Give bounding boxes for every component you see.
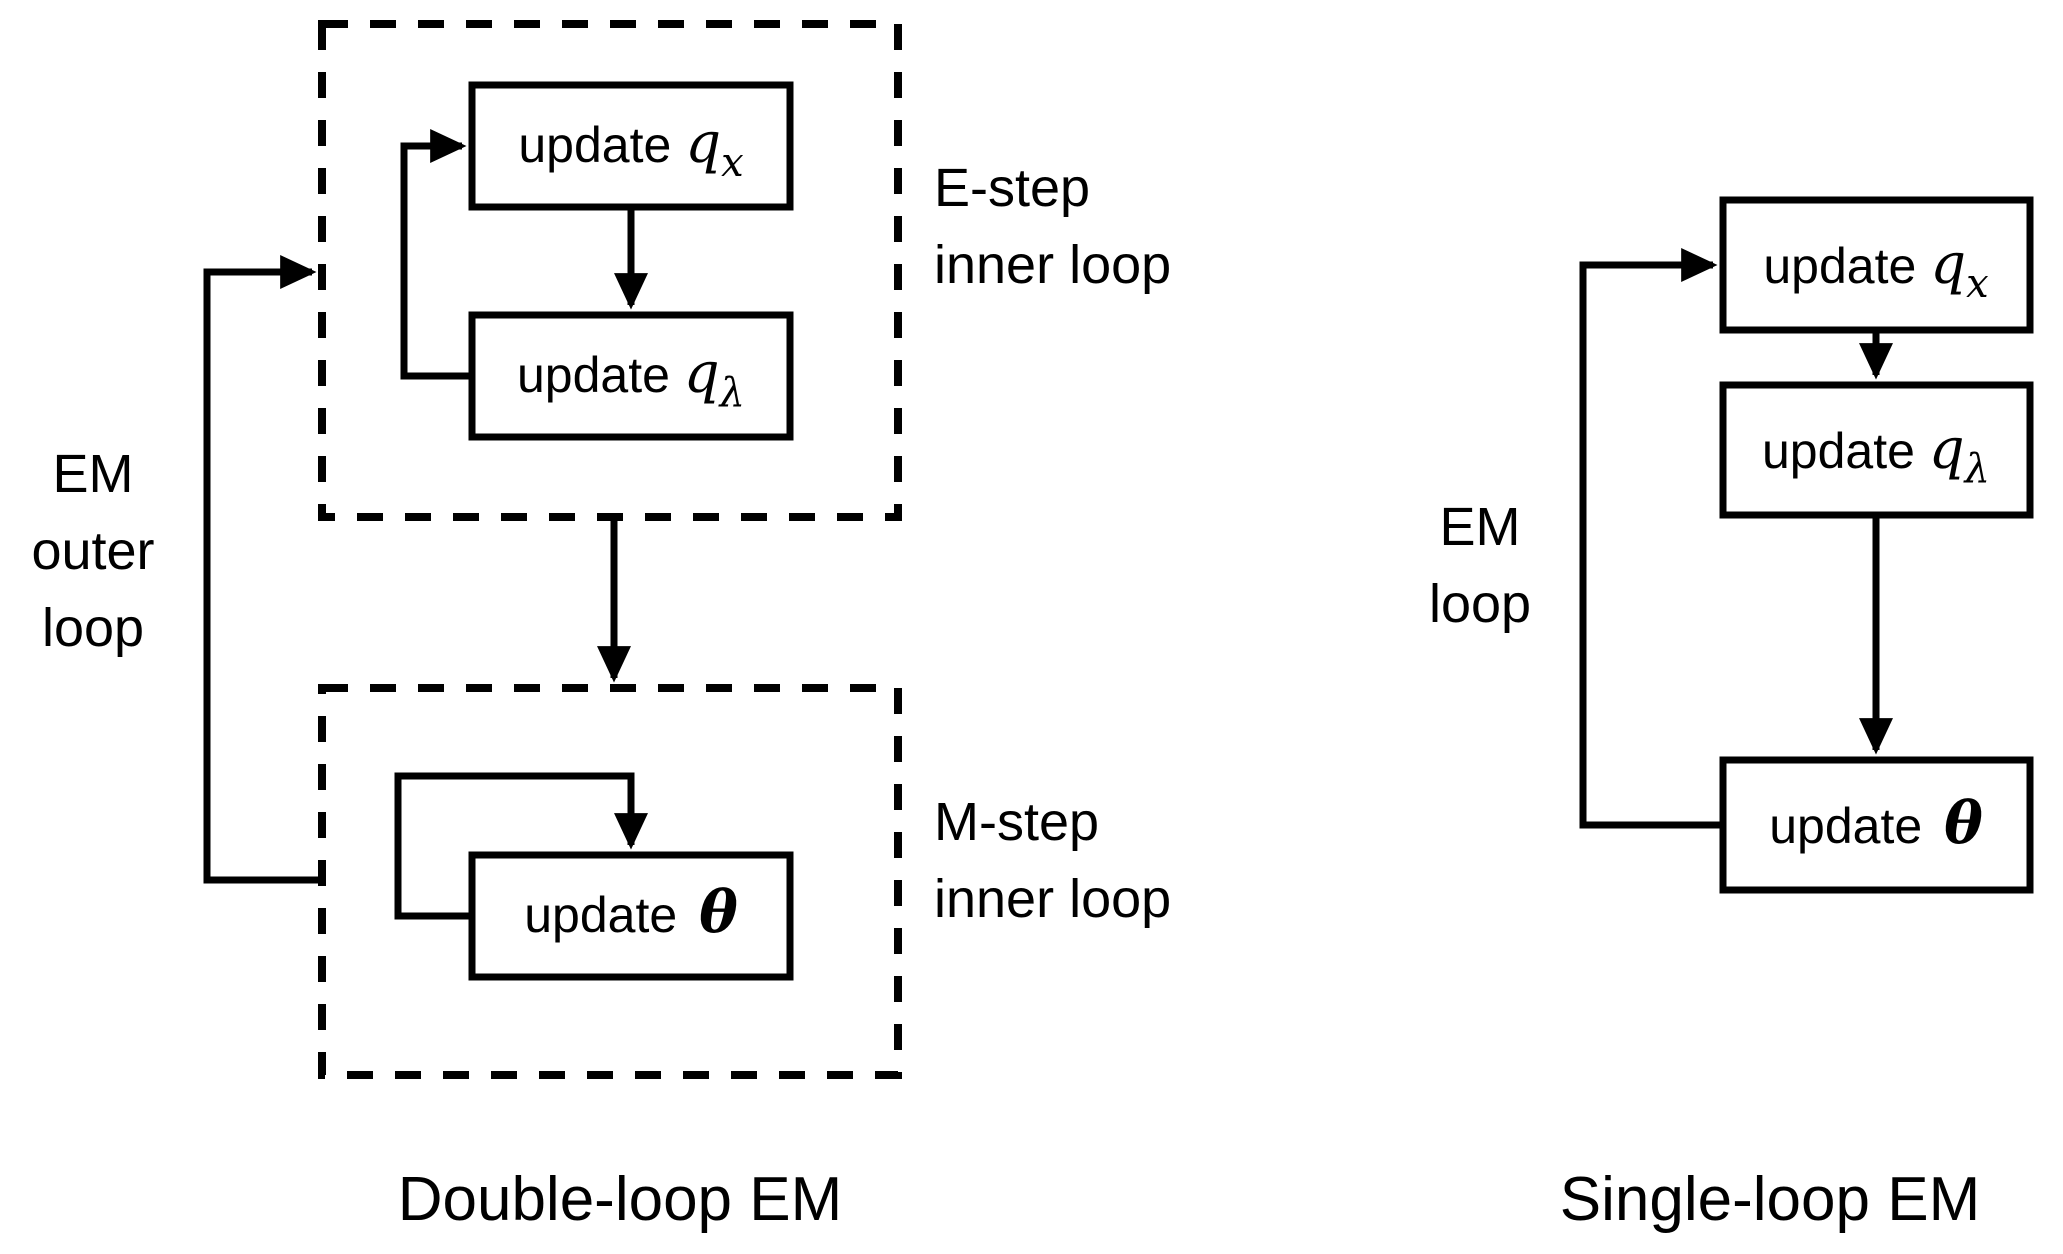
mstep-label-line2: inner loop — [934, 869, 1171, 929]
em-loop-right-line1: EM — [1440, 497, 1521, 557]
em-outer-loop-edge — [203, 255, 322, 884]
theta-prefix: update — [524, 887, 691, 943]
em-outer-loop-label: EM outer loop — [31, 444, 154, 658]
mstep-region-label: M-step inner loop — [934, 792, 1171, 929]
box-update-qlambda-right-label: update qλ — [1762, 417, 1990, 492]
svg-text:update qx: update qx — [518, 111, 743, 186]
left-panel-caption: Double-loop EM — [398, 1165, 843, 1234]
estep-label-line1: E-step — [934, 158, 1090, 218]
box-update-qx[interactable] — [468, 81, 794, 211]
qlambda-symbol: q — [684, 341, 720, 406]
em-outer-loop-line1: EM — [53, 444, 134, 504]
qlambda-prefix: update — [517, 347, 684, 403]
s-qlambda-symbol: q — [1929, 417, 1965, 482]
estep-region-label: E-step inner loop — [934, 158, 1171, 295]
svg-text:update θ: update θ — [1769, 789, 1983, 857]
mstep-label-line1: M-step — [934, 792, 1099, 852]
s-qx-symbol: q — [1930, 232, 1966, 297]
qlambda-subscript: λ — [718, 370, 745, 416]
box-update-theta[interactable] — [468, 851, 794, 981]
svg-text:update qλ: update qλ — [517, 341, 745, 416]
s-theta-symbol: θ — [1944, 789, 1983, 857]
qx-prefix: update — [518, 117, 685, 173]
estep-inner-loop-edge — [400, 129, 472, 380]
svg-text:update θ: update θ — [524, 878, 738, 946]
svg-text:update qλ: update qλ — [1762, 417, 1990, 492]
theta-symbol: θ — [699, 878, 738, 946]
s-qlambda-prefix: update — [1762, 423, 1929, 479]
box-update-qlambda-label: update qλ — [517, 341, 745, 416]
qx-symbol: q — [685, 111, 721, 176]
qx-subscript: x — [721, 140, 744, 186]
estep-region — [318, 20, 902, 521]
box-update-theta-right[interactable] — [1719, 756, 2034, 894]
em-outer-loop-line2: outer — [31, 521, 154, 581]
svg-text:update qx: update qx — [1763, 232, 1988, 307]
em-loop-edge-right — [1579, 248, 1723, 829]
box-update-qx-right-label: update qx — [1763, 232, 1988, 307]
em-loop-label-right: EM loop — [1429, 497, 1531, 634]
mstep-inner-loop-edge — [394, 772, 648, 920]
s-qx-prefix: update — [1763, 238, 1930, 294]
box-update-qlambda-right[interactable] — [1719, 381, 2034, 519]
box-update-qx-right[interactable] — [1719, 196, 2034, 334]
s-theta-prefix: update — [1769, 798, 1936, 854]
right-panel-caption: Single-loop EM — [1560, 1165, 1980, 1234]
box-update-qlambda[interactable] — [468, 311, 794, 441]
em-loop-right-line2: loop — [1429, 574, 1531, 634]
box-update-qx-label: update qx — [518, 111, 743, 186]
box-update-theta-label: update θ — [524, 878, 738, 946]
box-update-theta-right-label: update θ — [1769, 789, 1983, 857]
s-qx-subscript: x — [1966, 261, 1989, 307]
estep-label-line2: inner loop — [934, 235, 1171, 295]
em-outer-loop-line3: loop — [42, 598, 144, 658]
s-qlambda-subscript: λ — [1963, 446, 1990, 492]
